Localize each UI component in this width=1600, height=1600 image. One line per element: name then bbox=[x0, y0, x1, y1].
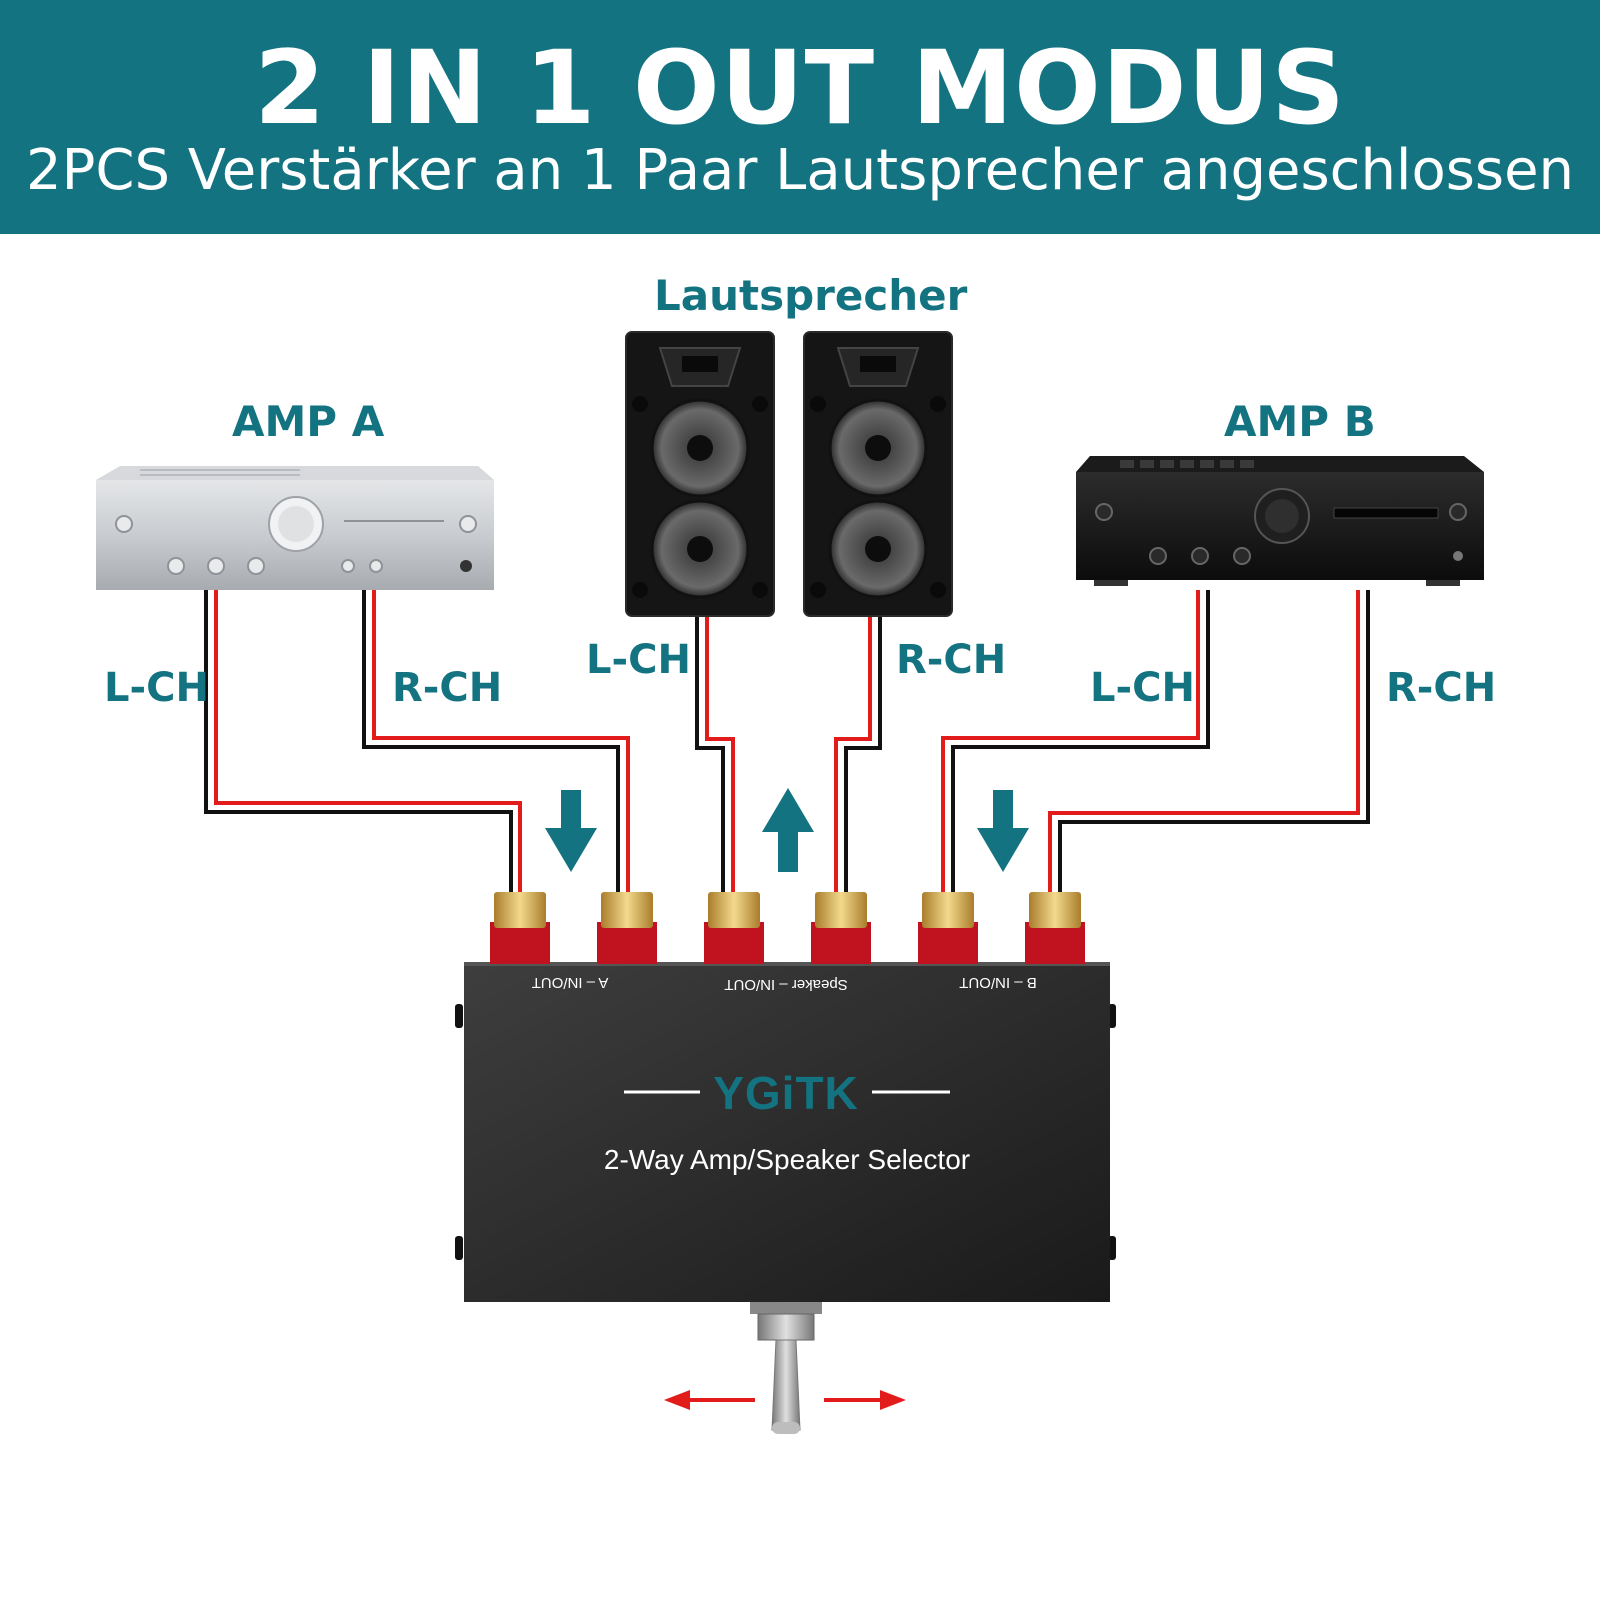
post-a-black bbox=[597, 892, 657, 964]
arrow-down-amp-b bbox=[977, 790, 1029, 872]
amp-a-device bbox=[96, 466, 494, 590]
speaker-right-channel-label: R-CH bbox=[896, 637, 1007, 683]
amp-b-device bbox=[1076, 456, 1484, 586]
page-subtitle: 2PCS Verstärker an 1 Paar Lautsprecher a… bbox=[25, 138, 1575, 203]
post-b-red bbox=[918, 892, 978, 964]
page-title: 2 IN 1 OUT MODUS bbox=[254, 29, 1346, 148]
toggle-direction-arrows bbox=[664, 1390, 906, 1410]
port-a-label: A – IN/OUT bbox=[531, 974, 609, 991]
amp-a-right-channel-label: R-CH bbox=[392, 665, 503, 711]
brand-logo: YGiTK bbox=[713, 1067, 859, 1119]
post-speaker-left bbox=[704, 892, 764, 964]
amp-a-left-channel-label: L-CH bbox=[104, 665, 209, 711]
toggle-switch bbox=[750, 1302, 822, 1434]
selector-device bbox=[455, 962, 1116, 1302]
speakers-label: Lautsprecher bbox=[654, 271, 968, 320]
amp-b-label: AMP B bbox=[1224, 397, 1376, 446]
port-b-label: B – IN/OUT bbox=[959, 974, 1037, 991]
amp-b-right-channel-label: R-CH bbox=[1386, 665, 1497, 711]
port-speaker-label: Speaker – IN/OUT bbox=[724, 976, 848, 993]
header-banner: 2 IN 1 OUT MODUS 2PCS Verstärker an 1 Pa… bbox=[0, 0, 1600, 234]
speaker-left bbox=[625, 331, 775, 617]
direction-arrows bbox=[545, 788, 1029, 872]
post-b-black bbox=[1025, 892, 1085, 964]
speaker-right bbox=[803, 331, 953, 617]
post-a-red bbox=[490, 892, 550, 964]
speaker-left-channel-label: L-CH bbox=[586, 637, 691, 683]
speaker-cables bbox=[204, 590, 1370, 893]
amp-b-left-channel-label: L-CH bbox=[1090, 665, 1195, 711]
arrow-up-speakers bbox=[762, 788, 814, 872]
post-speaker-right bbox=[811, 892, 871, 964]
amp-a-label: AMP A bbox=[232, 397, 385, 446]
device-model-label: 2-Way Amp/Speaker Selector bbox=[603, 1144, 971, 1175]
arrow-down-amp-a bbox=[545, 790, 597, 872]
binding-posts bbox=[490, 892, 1085, 964]
